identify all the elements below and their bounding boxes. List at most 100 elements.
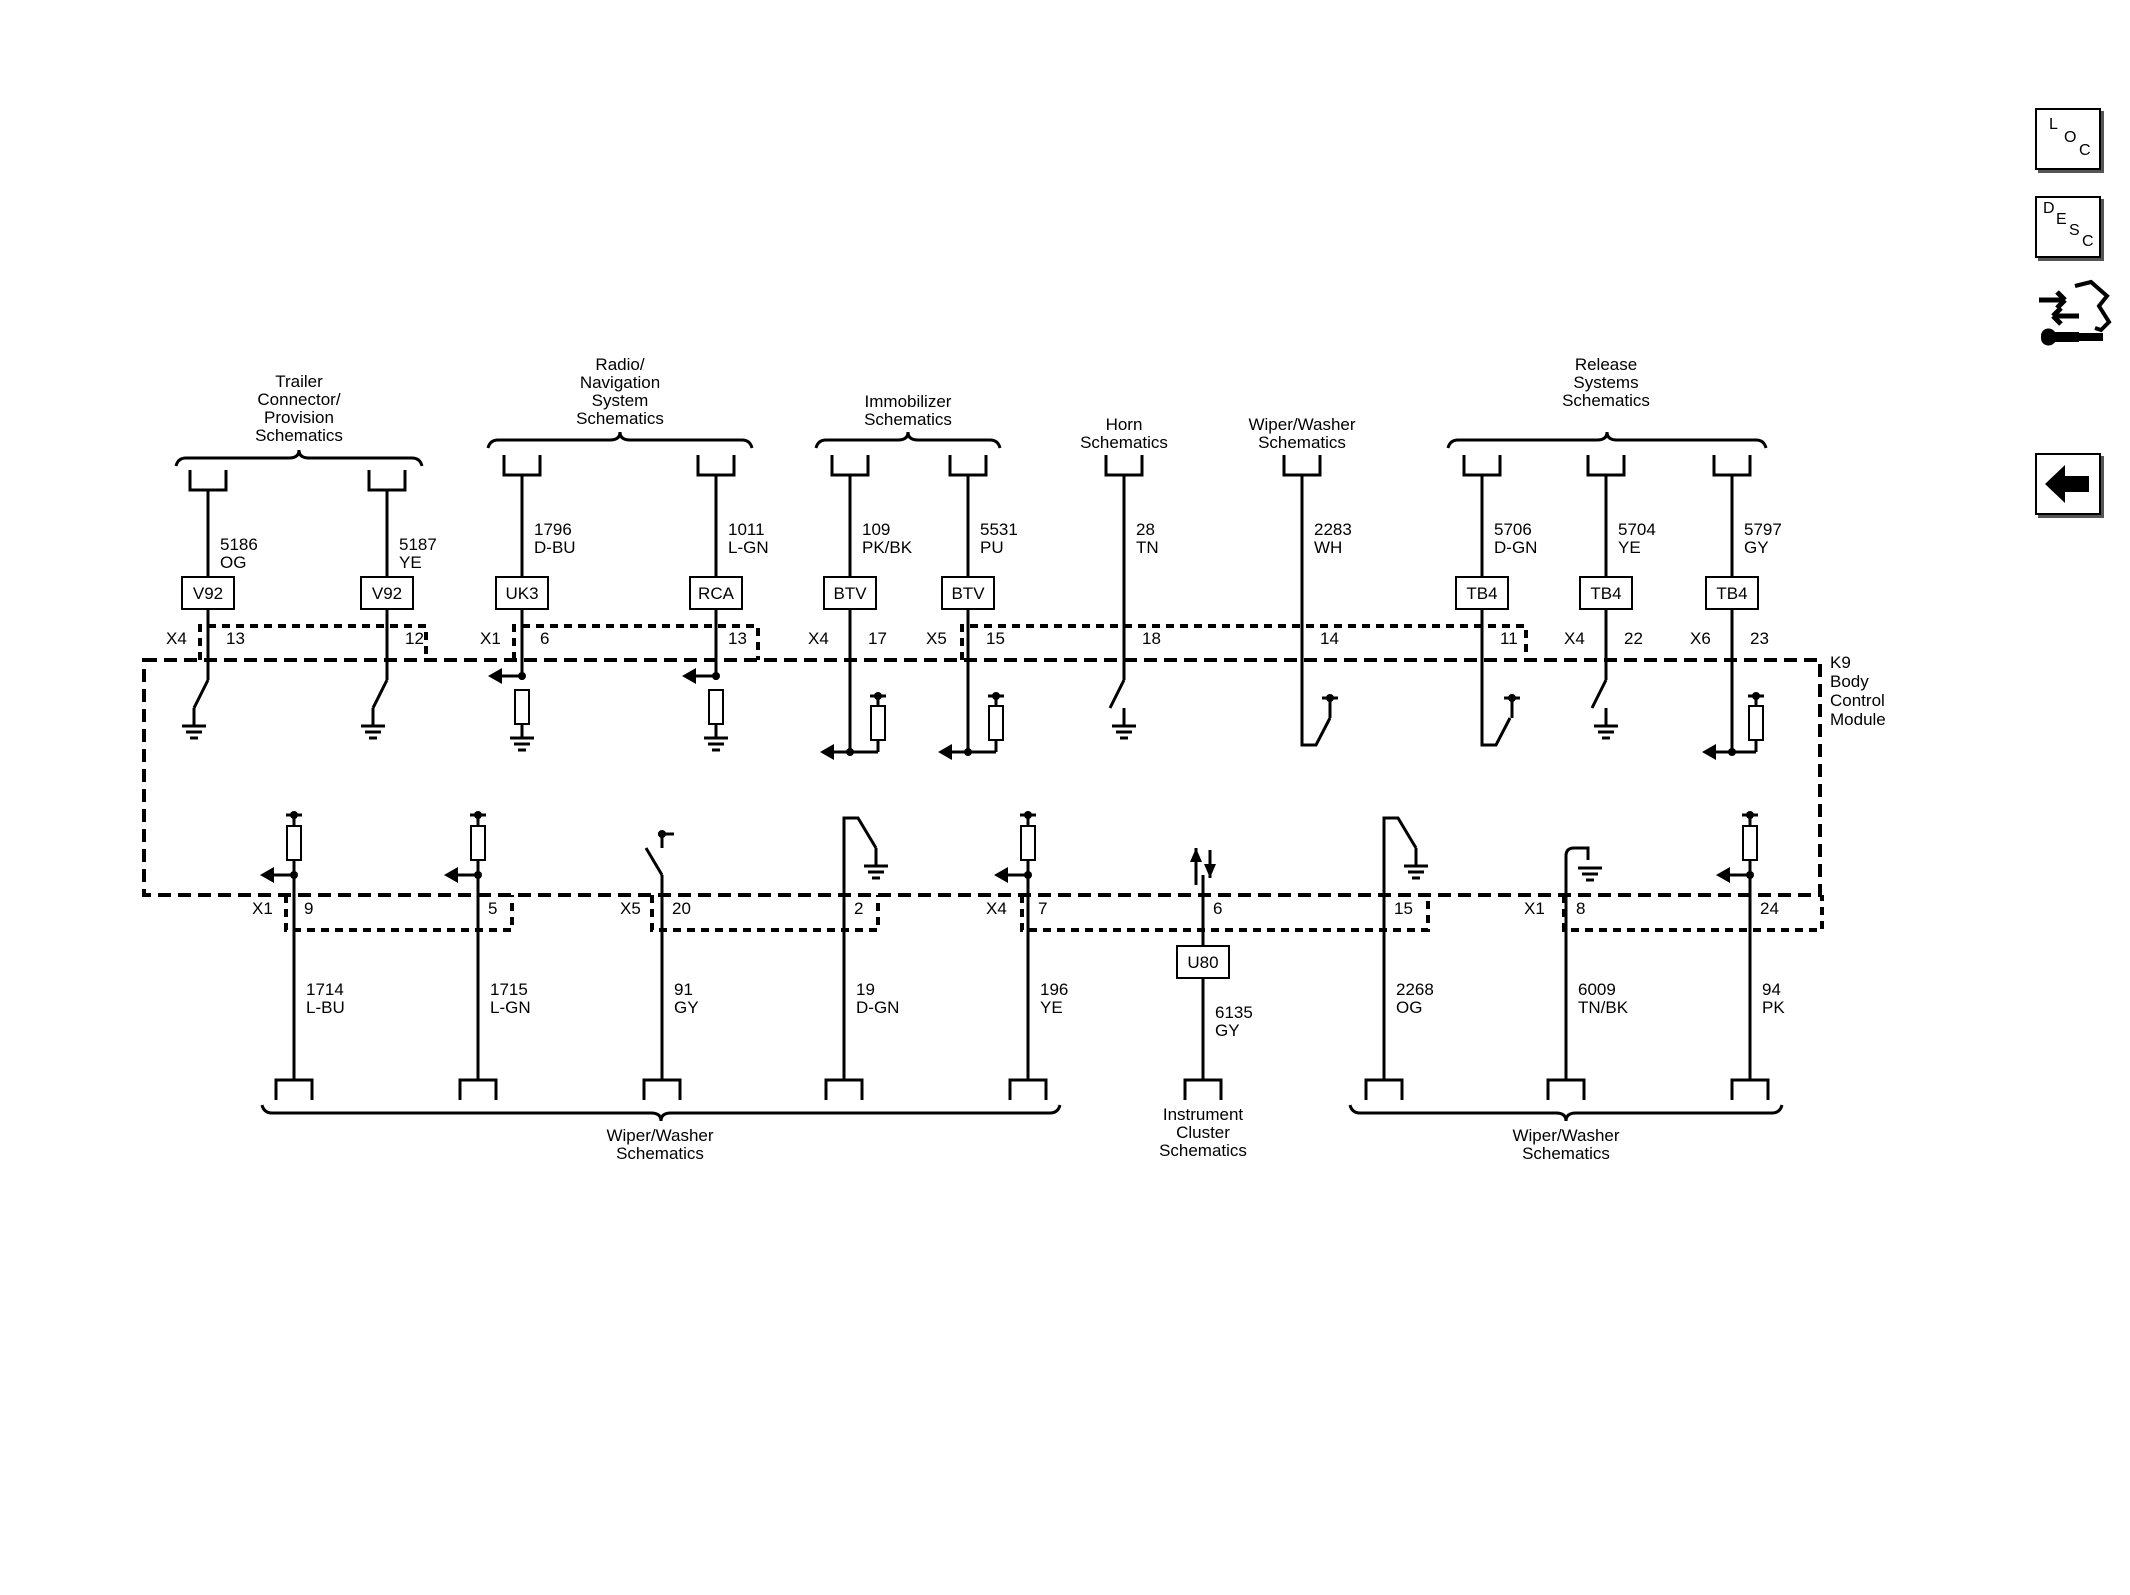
- junction-dot: [964, 748, 972, 756]
- splice-label: U80: [1187, 953, 1218, 972]
- group-label-radio: System: [592, 391, 649, 410]
- back-button[interactable]: [2035, 453, 2101, 515]
- terminal-connector: [696, 455, 736, 477]
- harness-bracket: [486, 431, 754, 449]
- wire-color-b2: L-GN: [490, 998, 531, 1017]
- wire-number-t3: 1796: [534, 520, 572, 539]
- pin-b6: 6: [1213, 899, 1222, 918]
- splice-box: [1579, 576, 1633, 610]
- module-label: Control: [1830, 691, 1885, 710]
- terminal-connector: [1462, 455, 1502, 477]
- loc-letter-l: L: [2049, 116, 2058, 133]
- wire-number-b5: 196: [1040, 980, 1068, 999]
- wire-color-t7: TN: [1136, 538, 1159, 557]
- junction-dot: [846, 748, 854, 756]
- splice-box: [941, 576, 995, 610]
- signal-arrow: [938, 744, 952, 760]
- connector-wrench-icon[interactable]: [2035, 278, 2115, 352]
- signal-arrow: [1702, 744, 1716, 760]
- junction-dot: [712, 672, 720, 680]
- group-label-trailer: Trailer: [275, 372, 323, 391]
- splice-label: RCA: [698, 584, 735, 603]
- wire-color-t5: PK/BK: [862, 538, 913, 557]
- group-label-trailer: Connector/: [257, 390, 340, 409]
- signal-arrow: [444, 867, 458, 883]
- connector-b1: X1: [252, 899, 273, 918]
- switch-symbol: [1564, 846, 1590, 875]
- module-label: Module: [1830, 710, 1886, 729]
- wire-color-b1: L-BU: [306, 998, 345, 1017]
- terminal-connector: [274, 1078, 314, 1100]
- terminal-connector: [830, 455, 870, 477]
- connector-t11: X6: [1690, 629, 1711, 648]
- resistor-symbol: [1020, 825, 1036, 861]
- wire-color-t4: L-GN: [728, 538, 769, 557]
- description-button[interactable]: D E S C: [2035, 196, 2101, 258]
- harness-bracket: [1348, 1104, 1784, 1122]
- connector-x1-bottom-b: [1562, 895, 1824, 932]
- junction-dot: [1752, 692, 1760, 700]
- pin-t7: 18: [1142, 629, 1161, 648]
- pin-t5: 17: [868, 629, 887, 648]
- group-label-wiper-bottom-left: Schematics: [616, 1144, 704, 1163]
- back-arrow-icon: [2045, 465, 2089, 503]
- wire-number-t1: 5186: [220, 535, 258, 554]
- connector-x1-top: [512, 624, 760, 660]
- splice-label: BTV: [833, 584, 867, 603]
- terminal-connector: [1104, 455, 1144, 477]
- pin-t10: 22: [1624, 629, 1643, 648]
- group-label-release: Schematics: [1562, 391, 1650, 410]
- terminal-connector: [1586, 455, 1626, 477]
- pin-t8: 14: [1320, 629, 1339, 648]
- wire-color-b6: GY: [1215, 1021, 1240, 1040]
- splice-box: [1176, 945, 1230, 979]
- location-button[interactable]: L O C: [2035, 108, 2101, 170]
- group-label-wiper-bottom-left: Wiper/Washer: [606, 1126, 713, 1145]
- switch-symbol: [842, 816, 878, 875]
- junction-dot: [992, 692, 1000, 700]
- splice-box: [823, 576, 877, 610]
- resistor-symbol: [1748, 705, 1764, 741]
- wire-number-t7: 28: [1136, 520, 1155, 539]
- wire-color-t2: YE: [399, 553, 422, 572]
- connector-x4-bottom: [1020, 895, 1430, 932]
- group-label-immobilizer: Schematics: [864, 410, 952, 429]
- wire-number-b3: 91: [674, 980, 693, 999]
- splice-label: V92: [372, 584, 402, 603]
- pin-t2: 12: [405, 629, 424, 648]
- switch-symbol: [192, 679, 210, 709]
- signal-arrow: [820, 744, 834, 760]
- resistor-symbol: [470, 825, 486, 861]
- terminal-connector: [367, 470, 407, 492]
- splice-box: [495, 576, 549, 610]
- splice-box: [181, 576, 235, 610]
- connector-x4-top-a: [198, 624, 428, 660]
- junction-dot: [1024, 811, 1032, 819]
- wire-color-t1: OG: [220, 553, 246, 572]
- splice-box: [1705, 576, 1759, 610]
- junction-dot: [290, 811, 298, 819]
- wire-color-t11: GY: [1744, 538, 1769, 557]
- connector-b8: X1: [1524, 899, 1545, 918]
- terminal-connector: [948, 455, 988, 477]
- connector-t6: X5: [926, 629, 947, 648]
- pin-t11: 23: [1750, 629, 1769, 648]
- wire-number-t11: 5797: [1744, 520, 1782, 539]
- wire-number-t4: 1011: [728, 520, 765, 539]
- wire-color-b3: GY: [674, 998, 699, 1017]
- connector-x1-bottom-a: [284, 895, 514, 932]
- splice-box: [1455, 576, 1509, 610]
- symbols-layer: [174, 431, 1784, 1122]
- loc-letter-c: C: [2079, 142, 2091, 159]
- junction-dot: [1728, 748, 1736, 756]
- terminal-connector: [458, 1078, 498, 1100]
- connector-t1: X4: [166, 629, 187, 648]
- signal-arrow: [682, 668, 696, 684]
- pin-b9: 24: [1760, 899, 1779, 918]
- connector-t10: X4: [1564, 629, 1585, 648]
- group-label-trailer: Schematics: [255, 426, 343, 445]
- signal-arrow: [260, 867, 274, 883]
- terminal-connector: [1546, 1078, 1586, 1100]
- group-label-wiper-top: Schematics: [1258, 433, 1346, 452]
- splice-label: UK3: [505, 584, 538, 603]
